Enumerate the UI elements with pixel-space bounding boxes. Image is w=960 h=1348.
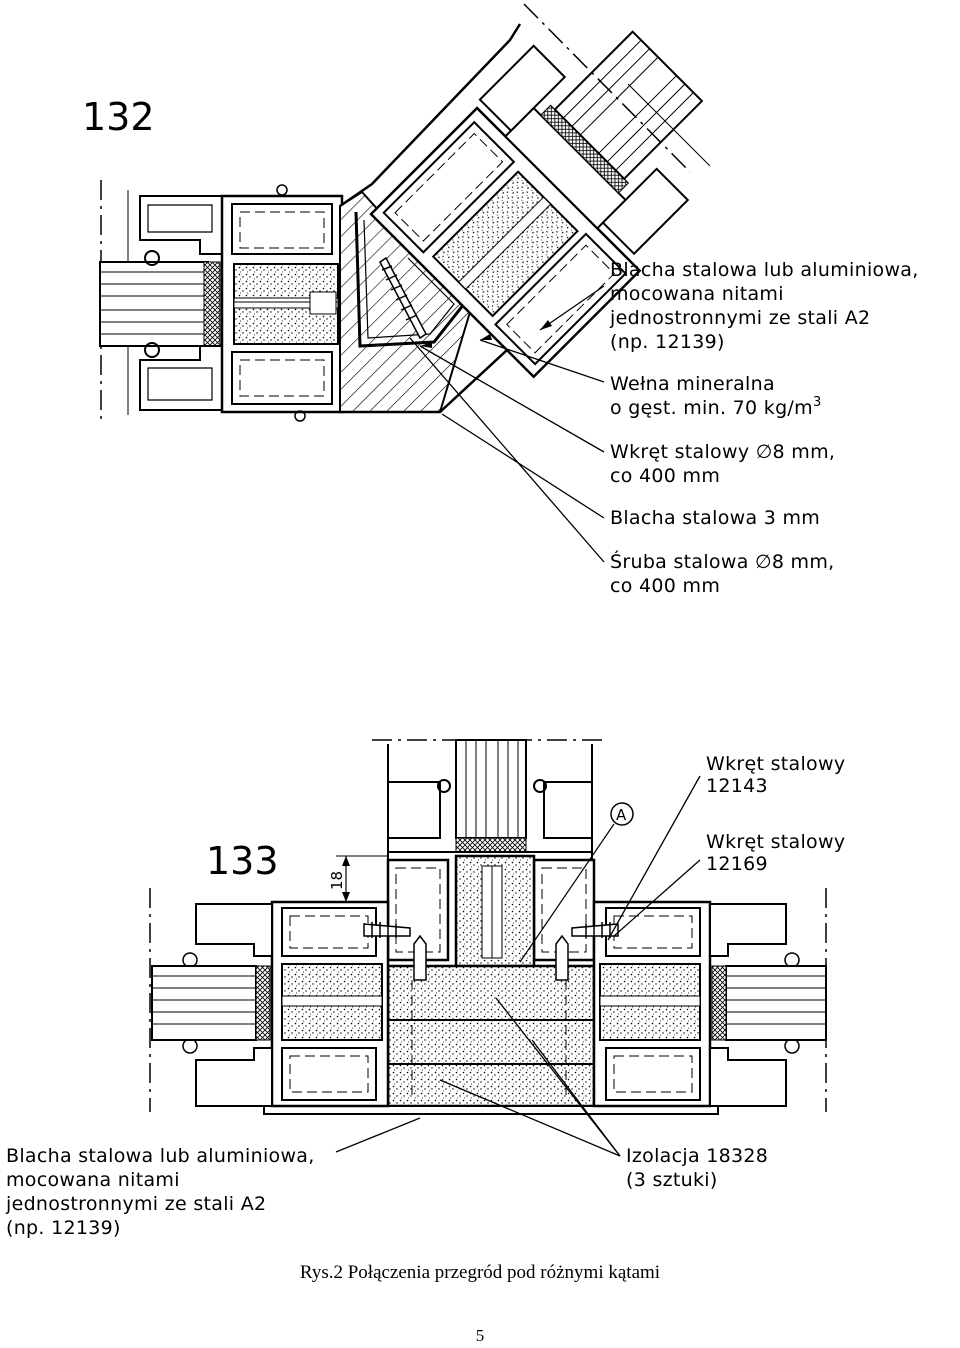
steel-screw [379,256,427,340]
label-screw2-l1: Wkręt stalowy [706,831,845,853]
label-screw2-l2: 12169 [706,853,768,875]
label-screw-l1: Wkręt stalowy ∅8 mm, [610,441,835,463]
dimension-18: 18 [328,855,388,903]
screws-133 [363,922,619,981]
profile-left-133 [151,900,390,1108]
label-sheet-133-l2: mocowana nitami [6,1169,180,1191]
label-bolt-l2: co 400 mm [610,575,720,597]
label-sheet-133-l3: jednostronnymi ze stali A2 [5,1193,266,1215]
label-sheet-l3: jednostronnymi ze stali A2 [609,307,870,329]
dimension-label: 18 [328,871,346,890]
figure-132-number: 132 [82,95,155,139]
label-screw1-l1: Wkręt stalowy [706,753,845,775]
profile-rotated [369,30,704,379]
profile-center-left [220,184,344,422]
page-number: 5 [475,1326,485,1345]
label-insulation-l2: (3 sztuki) [626,1169,718,1191]
label-wool-l2: o gęst. min. 70 kg/m3 [610,395,822,419]
label-insulation-l1: Izolacja 18328 [626,1145,768,1167]
detail-marker-a: A [519,802,634,963]
figure-132: 132 [82,3,919,597]
labels-133: Wkręt stalowy 12143 Wkręt stalowy 12169 … [5,753,845,1239]
label-screw1-l2: 12143 [706,775,768,797]
label-sheet-133-l4: (np. 12139) [6,1217,121,1239]
profile-center [386,854,596,1108]
label-wool-l1: Wełna mineralna [610,373,775,395]
figure-caption: Rys.2 Połączenia przegród pod różnymi ką… [299,1262,661,1283]
leader-lines-133 [335,775,701,1157]
label-sheet-133-l1: Blacha stalowa lub aluminiowa, [6,1145,315,1167]
label-sheet-l1: Blacha stalowa lub aluminiowa, [610,259,919,281]
labels-132: Blacha stalowa lub aluminiowa, mocowana … [609,259,919,597]
glazing-panel-top [455,739,527,853]
leader-lines-132 [409,285,605,563]
figure-133: 133 [5,739,845,1239]
figure-133-number: 133 [206,839,279,883]
glazing-panel-left [99,261,221,347]
profile-right-133 [592,900,827,1108]
label-bolt-l1: Śruba stalowa ∅8 mm, [610,549,835,573]
label-plate: Blacha stalowa 3 mm [610,507,820,529]
bottom-sheet [263,1105,719,1115]
label-sheet-l4: (np. 12139) [610,331,725,353]
svg-text:A: A [616,806,627,824]
label-sheet-l2: mocowana nitami [610,283,784,305]
label-screw-l2: co 400 mm [610,465,720,487]
